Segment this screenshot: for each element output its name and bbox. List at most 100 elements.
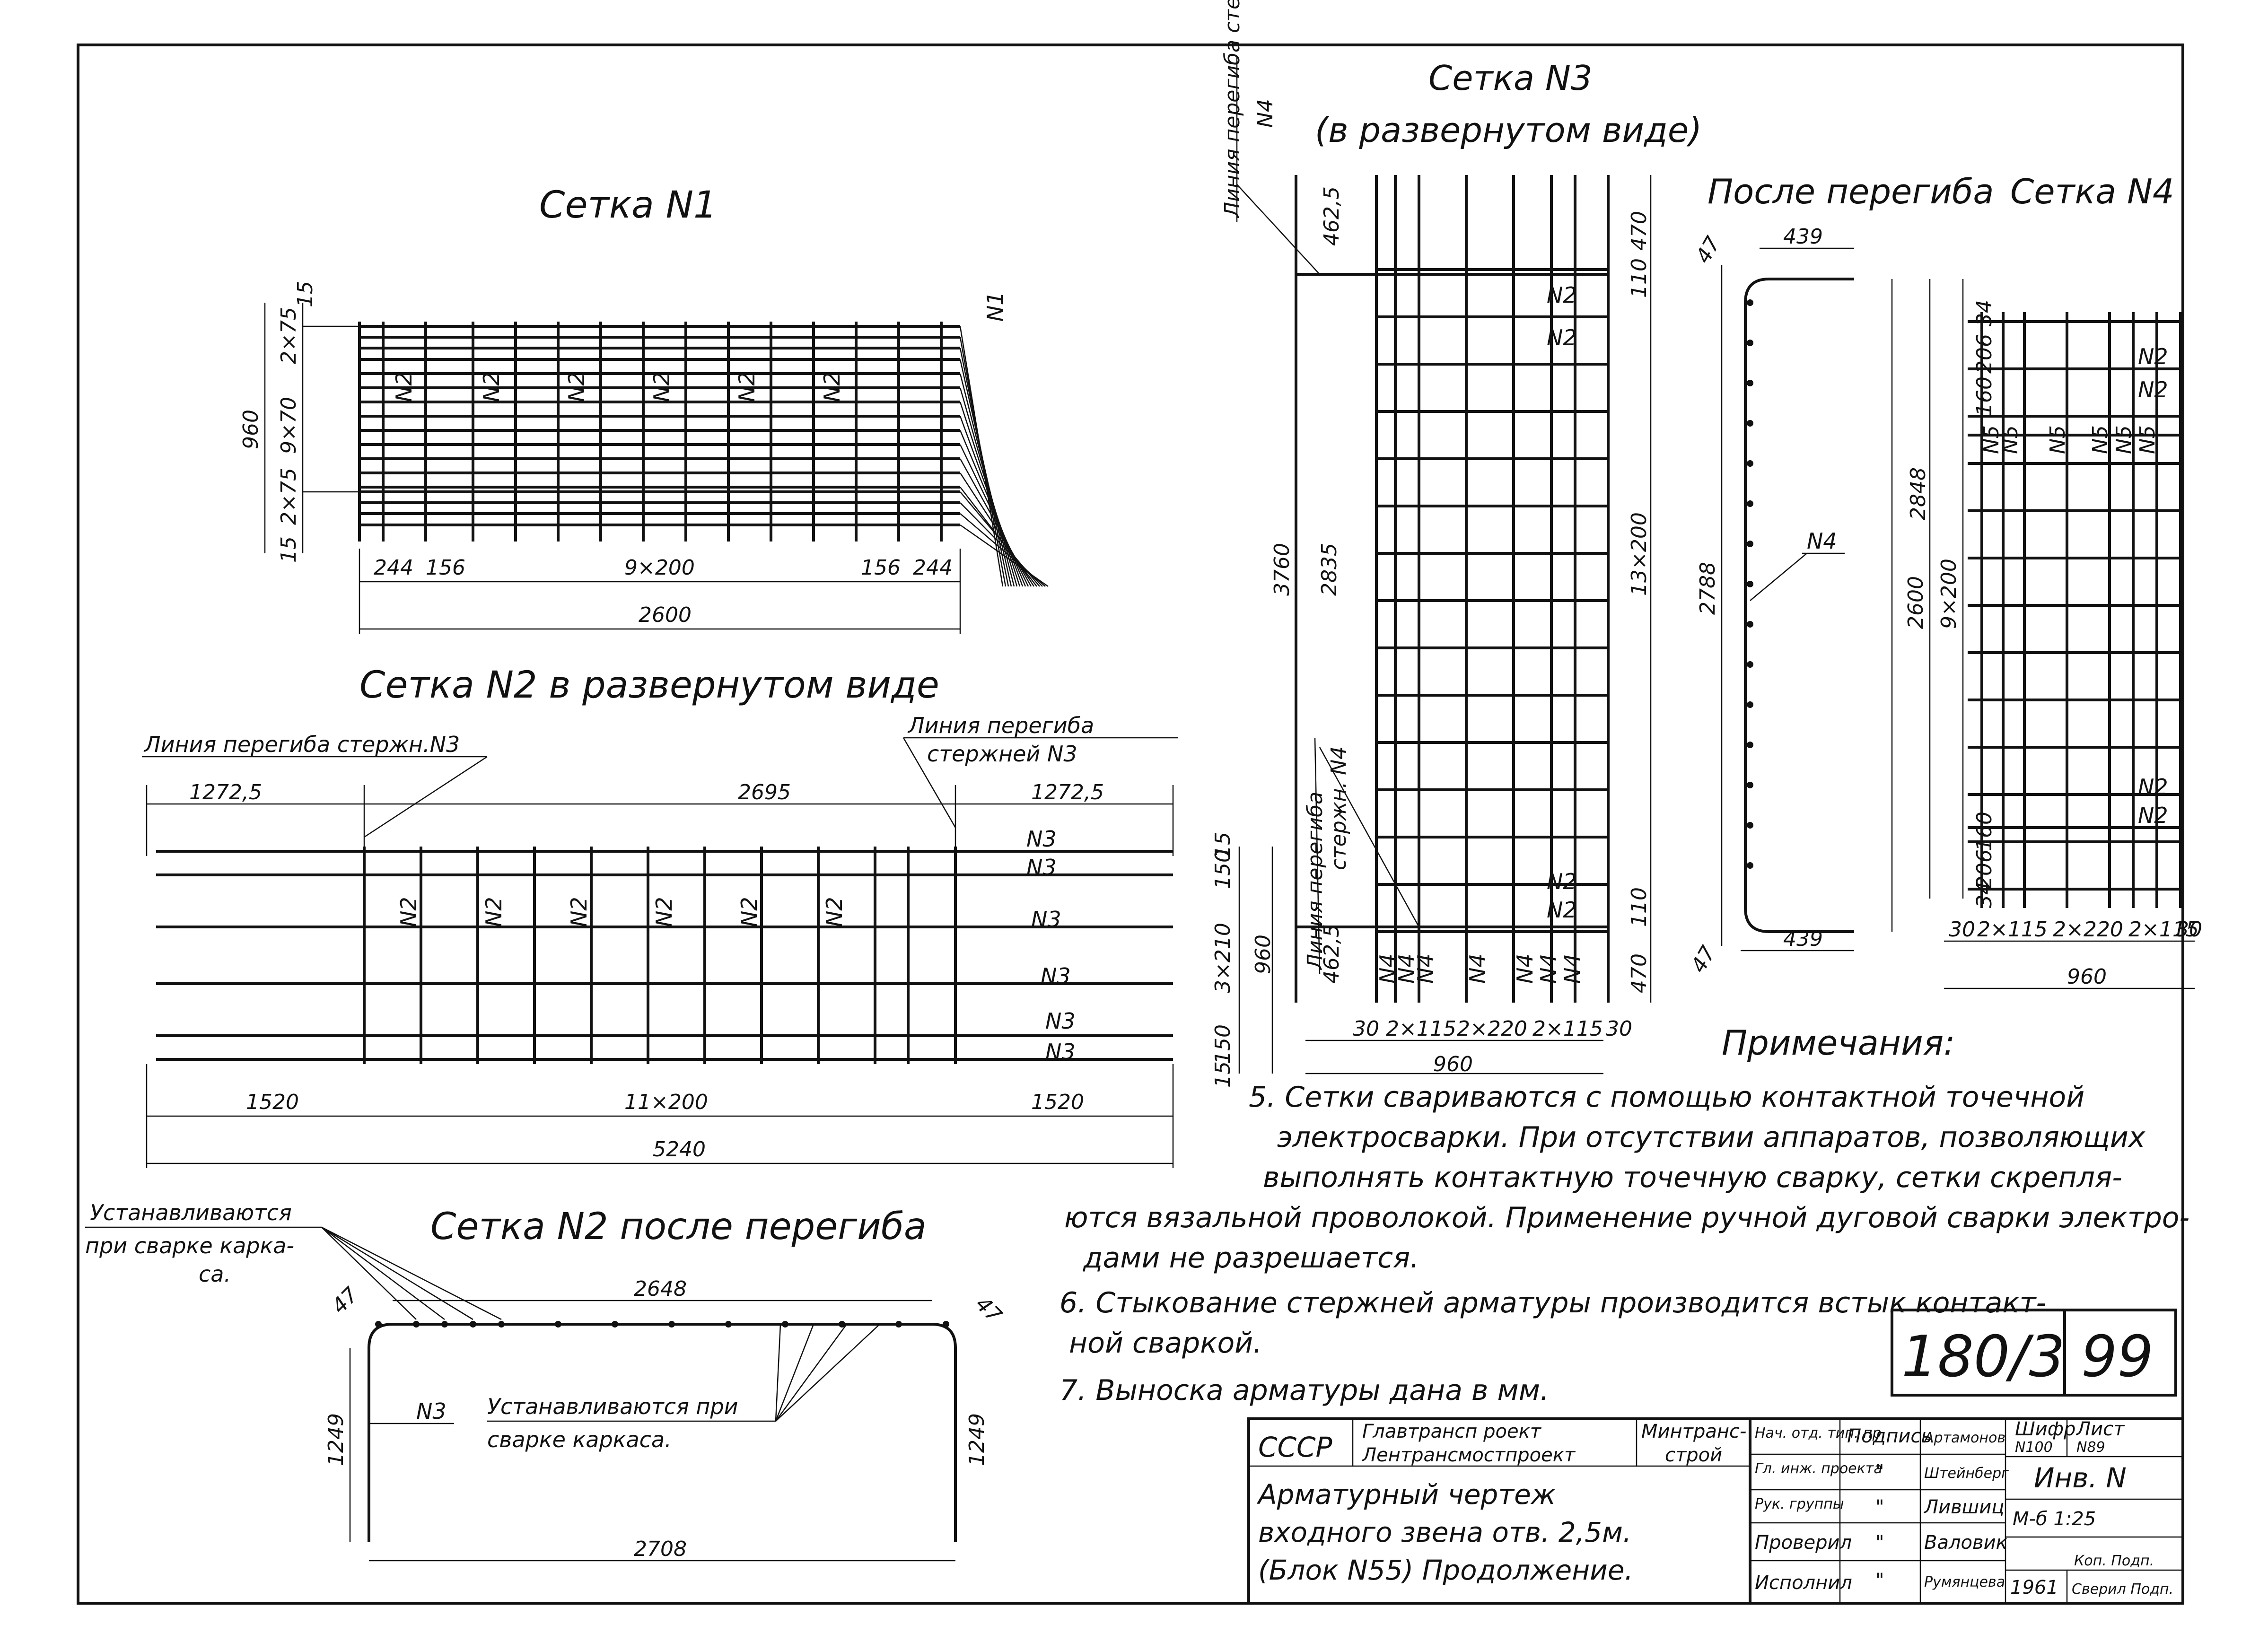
mesh-2-dim-1520-right: 1520	[1031, 1090, 1084, 1114]
mesh-2-bent-title: Сетка N2 после перегиба	[430, 1205, 927, 1248]
tb-code-value: N100	[2015, 1439, 2053, 1456]
mesh-4-n2-label: N2	[2138, 774, 2168, 800]
bend-bottom-label-1: Линия перегиба	[1303, 792, 1327, 970]
mesh-4-dim-30-right: 30	[2176, 917, 2202, 942]
mesh-2-bent-bar	[368, 1323, 957, 1542]
mesh-1-n2-label: N2	[649, 372, 674, 402]
mesh-2-bent-dim-1249-left: 1249	[324, 1413, 348, 1466]
after-bend-dim-439-bottom: 439	[1783, 927, 1823, 951]
mesh-2-weld-point	[441, 1321, 448, 1328]
mesh-1-dim-2x75-top: 2×75	[277, 307, 301, 364]
mesh-2-n2-label: N2	[822, 897, 847, 927]
mesh-4-dim-960: 960	[2067, 965, 2107, 989]
mesh-2-dim-15-top: 15	[1211, 832, 1235, 858]
mesh-4-n5-label: N5	[2112, 425, 2136, 454]
mesh-3-dim-30-left: 30	[1353, 1017, 1379, 1041]
mesh-1-dim-2600: 2600	[639, 603, 692, 627]
note-line-5: дами не разрешается.	[1083, 1241, 1419, 1275]
mesh-2-weld-point	[725, 1321, 732, 1328]
note-line-1: 5. Сетки свариваются с помощью контактно…	[1249, 1081, 2084, 1114]
mesh-1-n2-label: N2	[391, 372, 417, 402]
tb-ministry-1: Минтранс-	[1641, 1421, 1746, 1442]
after-bend-n4: N4	[1807, 528, 1837, 554]
mesh-4-n5-label: N5	[1979, 425, 2004, 454]
mesh-4-dim-206-bottom: 206	[1972, 849, 1997, 889]
mesh-1-bend-line	[959, 458, 1032, 587]
mesh-2-flat: Сетка N2 в развернутом виде Линия переги…	[142, 664, 1275, 1168]
after-bend-weld-point	[1747, 420, 1753, 427]
note-line-8: 7. Выноска арматуры дана в мм.	[1060, 1374, 1549, 1407]
after-bend-weld-point	[1747, 661, 1753, 668]
mesh-3-dim-470-top: 470	[1627, 211, 1651, 251]
mesh-2-dim-1272-right: 1272,5	[1031, 780, 1104, 804]
after-bend-dim-2848: 2848	[1906, 467, 1930, 520]
mesh-3-dim-2835: 2835	[1317, 543, 1341, 596]
mesh-3-n2-label: N2	[1547, 282, 1577, 308]
after-bend-weld-point	[1747, 822, 1753, 829]
mesh-1-dim-156-left: 156	[426, 556, 465, 580]
tb-drawing-3: (Блок N55) Продолжение.	[1258, 1554, 1633, 1586]
after-bend-dim-47-bottom: 47	[1686, 942, 1720, 977]
mesh-3-n2-label: N2	[1547, 869, 1577, 894]
mesh-3-dim-960: 960	[1433, 1052, 1473, 1076]
after-bend-weld-point	[1747, 581, 1753, 587]
mesh-1-dim-244-right: 244	[913, 556, 953, 580]
mesh-3-n4-label: N4	[1465, 953, 1490, 984]
bend-line-left-label: Линия перегиба стержн.N3	[143, 732, 460, 757]
mesh-3-dim-4625-top: 462,5	[1320, 186, 1344, 246]
mesh-4-bars	[1968, 312, 2182, 908]
mesh-3-n4-label: N4	[1394, 953, 1419, 984]
mesh-4-n2-label: N2	[2138, 377, 2168, 402]
mesh-2-dim-150-top: 150	[1211, 849, 1235, 889]
tb-sheet-value: N89	[2076, 1439, 2105, 1456]
mesh-2-dim-15-bottom: 15	[1211, 1061, 1235, 1088]
mesh-3-dim-2x220: 2×220	[1457, 1017, 1527, 1041]
tb-role-3: Рук. группы	[1755, 1496, 1844, 1512]
after-bend-welds	[1747, 299, 1753, 869]
mesh-3-n2-label: N2	[1547, 325, 1577, 350]
mesh-2-dim-11x200: 11×200	[624, 1090, 708, 1114]
after-bend-bar	[1744, 278, 1854, 933]
tb-drawing-1: Арматурный чертеж	[1256, 1478, 1556, 1511]
mesh-3-dim-470-bottom: 470	[1627, 953, 1651, 993]
mesh-2-dim-150-bottom: 150	[1211, 1024, 1235, 1064]
mesh-4-dim-160-bottom: 160	[1972, 812, 1997, 851]
mesh-3-dim-30-right: 30	[1606, 1017, 1632, 1041]
mesh-4-dim-30-left: 30	[1949, 917, 1975, 942]
after-bend-weld-point	[1747, 782, 1753, 788]
bend-line-right-label-1: Линия перегиба	[907, 713, 1094, 738]
mesh-2-weld-point	[470, 1321, 476, 1328]
mesh-4-n5-label: N5	[2136, 425, 2160, 454]
after-bend-weld-point	[1747, 460, 1753, 467]
tb-signature-1: "	[1875, 1461, 1884, 1483]
tb-name-3: Лившиц	[1923, 1496, 2004, 1518]
after-bend-weld-point	[1747, 500, 1753, 507]
mesh-2-weld-point	[498, 1321, 505, 1328]
stamp-number: 180/3	[1901, 1324, 2065, 1390]
mesh-4-n2-label: N2	[2138, 344, 2168, 369]
mesh-2-weld-point	[375, 1321, 382, 1328]
stamp-sheet: 99	[2081, 1324, 2154, 1390]
mesh-1-bend-line	[959, 402, 1021, 587]
mesh-1-dim-244-left: 244	[374, 556, 413, 580]
mesh-2-flat-bars	[156, 847, 1173, 1064]
mesh-2-n2-label: N2	[736, 897, 762, 927]
mesh-2-weld-point	[782, 1321, 788, 1328]
mesh-2-weld-point	[555, 1321, 561, 1328]
mesh-1-dim-15-top: 15	[293, 281, 317, 307]
after-bend-weld-point	[1747, 862, 1753, 869]
mesh-2-bent-dim-2708: 2708	[634, 1537, 687, 1561]
install-left-3: са.	[199, 1261, 231, 1287]
install-left-2: при сварке карка-	[85, 1233, 294, 1258]
mesh-4-n5-label: N5	[1998, 425, 2023, 454]
mesh-3-n2-label: N2	[1547, 897, 1577, 923]
mesh-1-dim-9x70: 9×70	[277, 397, 301, 454]
mesh-1-bend-line	[959, 416, 1024, 587]
after-bend-dim-47-top: 47	[1691, 233, 1725, 268]
tb-drawing-2: входного звена отв. 2,5м.	[1258, 1516, 1631, 1548]
mesh-2-n3-label: N3	[1045, 1008, 1076, 1034]
bend-line-right-label-2: стержней N3	[927, 741, 1077, 767]
